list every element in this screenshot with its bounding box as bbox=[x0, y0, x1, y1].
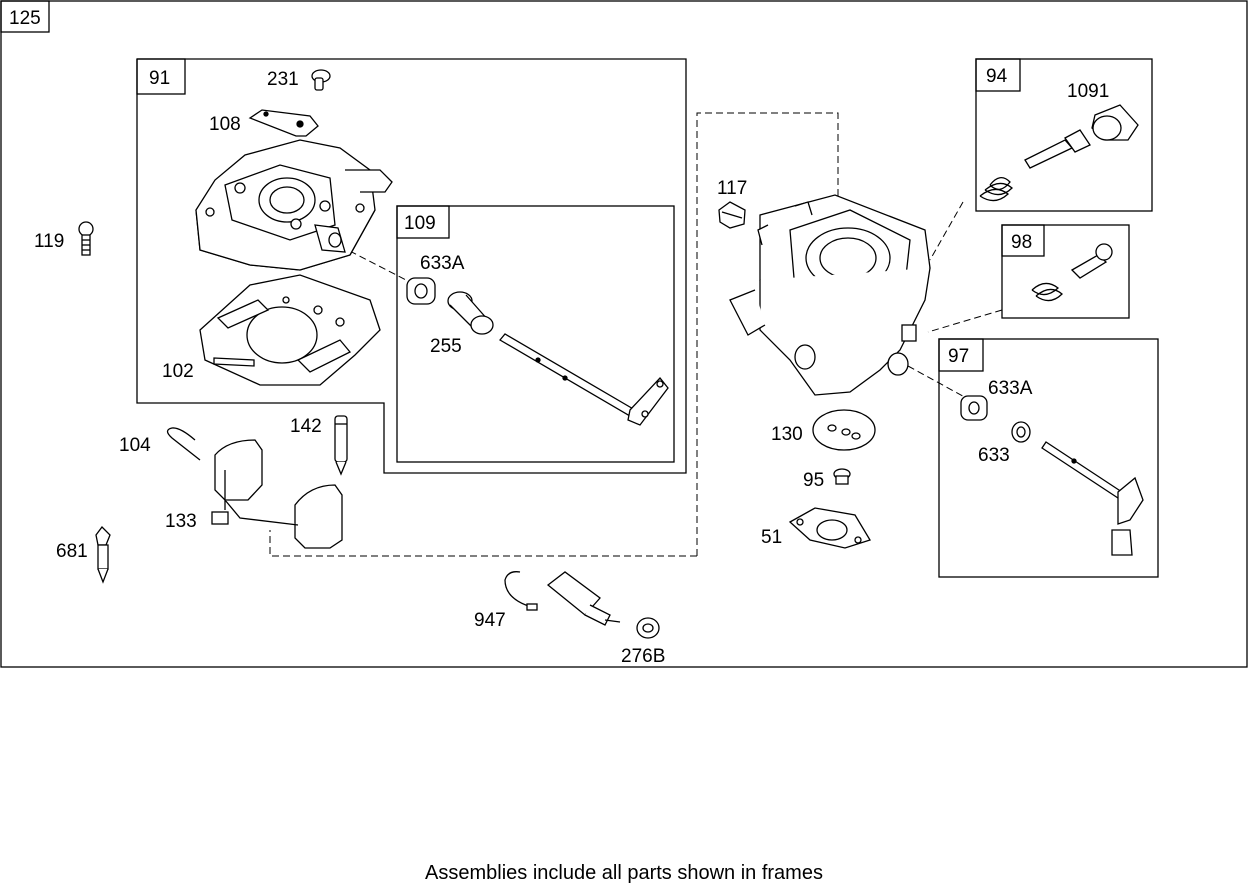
frame-91 bbox=[136, 58, 687, 474]
frame-label-94: 94 bbox=[986, 66, 1008, 87]
frame-109 bbox=[396, 205, 675, 463]
plate-108-icon bbox=[248, 109, 319, 137]
float-133-icon bbox=[211, 439, 343, 549]
gasket-51-icon bbox=[788, 507, 871, 549]
part-label-117: 117 bbox=[717, 178, 747, 199]
frame-label-91: 91 bbox=[149, 68, 170, 89]
part-label-681: 681 bbox=[56, 541, 88, 562]
clip-104-icon bbox=[166, 427, 201, 461]
part-label-231: 231 bbox=[267, 69, 299, 90]
part-label-130: 130 bbox=[771, 424, 803, 445]
part-label-633a-right: 633A bbox=[988, 378, 1033, 399]
throttle-shaft-icon bbox=[499, 333, 669, 426]
frame-97 bbox=[938, 338, 1159, 578]
part-label-633: 633 bbox=[978, 445, 1010, 466]
frame-label-97: 97 bbox=[948, 346, 969, 367]
pin-142-icon bbox=[334, 415, 348, 476]
needle-valve-681-icon bbox=[95, 526, 111, 584]
carburetor-cover-91-icon bbox=[195, 139, 393, 271]
washer-633-icon bbox=[1011, 421, 1031, 443]
screw-95-icon bbox=[833, 468, 851, 485]
frame-label-125: 125 bbox=[9, 8, 41, 29]
part-label-133: 133 bbox=[165, 511, 197, 532]
part-label-947: 947 bbox=[474, 610, 506, 631]
gasket-102-icon bbox=[199, 274, 381, 386]
part-label-104: 104 bbox=[119, 435, 151, 456]
part-label-1091: 1091 bbox=[1067, 81, 1109, 102]
part-label-119: 119 bbox=[34, 231, 64, 252]
dashed-leaders bbox=[269, 112, 1003, 557]
frame-label-109: 109 bbox=[404, 213, 436, 234]
footer-note: Assemblies include all parts shown in fr… bbox=[425, 862, 823, 884]
washer-276b-icon bbox=[636, 617, 660, 639]
part-label-51: 51 bbox=[761, 527, 782, 548]
choke-shaft-icon bbox=[1041, 441, 1144, 556]
throttle-plate-130-icon bbox=[812, 409, 876, 451]
part-label-95: 95 bbox=[803, 470, 824, 491]
part-label-255: 255 bbox=[430, 336, 462, 357]
idle-mixture-screw-94-icon bbox=[979, 129, 1091, 202]
part-label-276b: 276B bbox=[621, 646, 665, 667]
sleeve-255-icon bbox=[447, 291, 494, 335]
solenoid-947-icon bbox=[504, 571, 621, 626]
part-label-108: 108 bbox=[209, 114, 241, 135]
screw-119-icon bbox=[78, 221, 94, 256]
frame-125 bbox=[0, 0, 1248, 668]
screw-231-icon bbox=[311, 69, 331, 91]
frame-label-98: 98 bbox=[1011, 232, 1032, 253]
bushing-633a-right-icon bbox=[960, 395, 988, 421]
plug-117-icon bbox=[718, 201, 746, 229]
bushing-633a-left-icon bbox=[406, 277, 436, 305]
carburetor-body-icon bbox=[729, 194, 931, 396]
part-label-142: 142 bbox=[290, 416, 322, 437]
limiter-cap-1091-icon bbox=[1091, 104, 1139, 141]
adjusting-screw-98-icon bbox=[1031, 243, 1113, 302]
frame-94 bbox=[975, 58, 1153, 212]
part-label-633a-left: 633A bbox=[420, 253, 465, 274]
frame-98 bbox=[1001, 224, 1130, 319]
part-label-102: 102 bbox=[162, 361, 194, 382]
